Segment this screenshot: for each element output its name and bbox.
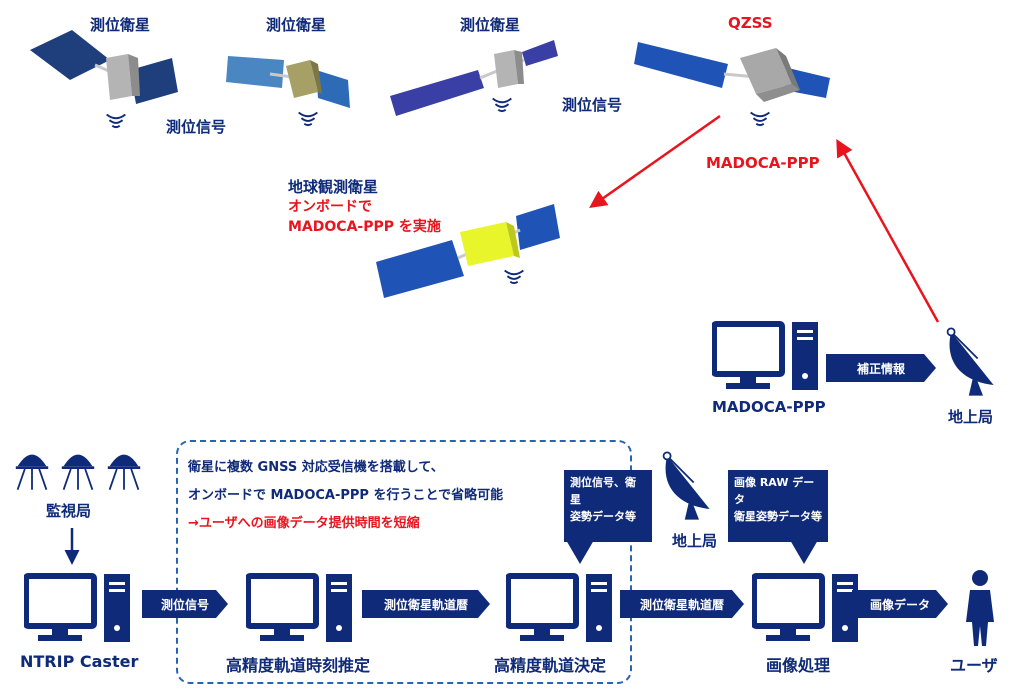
- pipeline-arrow-3: 測位衛星軌道暦: [620, 590, 744, 618]
- satellite-1-label: 測位衛星: [90, 16, 151, 34]
- callout-left-line2: 姿勢データ等: [570, 510, 636, 523]
- callout-right: 画像 RAW データ 衛星姿勢データ等: [728, 470, 828, 542]
- eo-onboard-line: オンボードで: [288, 199, 372, 215]
- callout-right-line1: 画像 RAW データ: [734, 476, 815, 506]
- callout-left-line1: 測位信号、衛星: [570, 476, 636, 506]
- ground-station-lower-icon: [662, 451, 711, 521]
- callout-left-pointer: [566, 540, 594, 564]
- pipeline-arrow-1: 測位信号: [142, 590, 228, 618]
- user-figure-icon: [966, 570, 994, 646]
- qzss-satellite-icon: [634, 42, 830, 127]
- ntrip-caster-computer-icon: [26, 574, 130, 642]
- monitoring-antenna-3-icon: [106, 453, 142, 491]
- qzss-label: QZSS: [728, 14, 773, 32]
- satellite-2-icon: [226, 56, 350, 127]
- ground-station-upper-icon: [946, 327, 995, 397]
- signal-label-right: 測位信号: [562, 96, 623, 114]
- madoca-ppp-computer-icon: [714, 322, 818, 390]
- dashed-note-line3: →ユーザへの画像データ提供時間を短縮: [188, 516, 420, 531]
- qzss-to-eo-arrow: [589, 114, 721, 209]
- madoca-ppp-computer-label: MADOCA-PPP: [712, 398, 826, 416]
- image-processing-computer-icon: [754, 574, 858, 642]
- earth-observation-satellite-icon: [376, 204, 560, 298]
- orbit-determination-label: 高精度軌道決定: [494, 656, 607, 675]
- eo-madoca-line: MADOCA-PPP を実施: [288, 219, 441, 235]
- callout-right-line2: 衛星姿勢データ等: [734, 510, 822, 523]
- monitoring-antenna-2-icon: [60, 453, 96, 491]
- satellite-2-label: 測位衛星: [266, 16, 327, 34]
- pipeline-arrow-3-label: 測位衛星軌道暦: [639, 597, 724, 612]
- callout-left: 測位信号、衛星 姿勢データ等: [564, 470, 652, 542]
- image-processing-label: 画像処理: [766, 656, 831, 675]
- pipeline-arrow-2-label: 測位衛星軌道暦: [383, 597, 468, 612]
- lower-ground-station-label: 地上局: [672, 532, 718, 550]
- dashed-note-line2: オンボードで MADOCA-PPP を行うことで省略可能: [188, 488, 504, 503]
- satellite-3-label: 測位衛星: [460, 16, 521, 34]
- ntrip-caster-label: NTRIP Caster: [20, 652, 139, 671]
- correction-info-arrow: 補正情報: [826, 354, 936, 382]
- eo-satellite-title: 地球観測衛星: [288, 178, 379, 196]
- satellite-1-icon: [30, 30, 178, 129]
- monitoring-antenna-1-icon: [14, 453, 50, 491]
- optional-process-dashed-box: [176, 440, 632, 684]
- correction-info-label: 補正情報: [856, 361, 905, 376]
- monitoring-station-label: 監視局: [46, 502, 92, 520]
- pipeline-arrow-4: 画像データ: [852, 590, 948, 618]
- madoca-ppp-red-label: MADOCA-PPP: [706, 154, 820, 172]
- pipeline-arrow-2: 測位衛星軌道暦: [362, 590, 490, 618]
- pipeline-arrow-4-label: 画像データ: [869, 597, 930, 612]
- callout-right-pointer: [790, 540, 818, 564]
- user-label: ユーザ: [950, 656, 998, 675]
- dashed-note-line1: 衛星に複数 GNSS 対応受信機を搭載して、: [188, 460, 444, 475]
- orbit-estimation-label: 高精度軌道時刻推定: [226, 656, 371, 675]
- satellite-3-icon: [390, 40, 558, 116]
- pipeline-arrow-1-label: 測位信号: [160, 597, 209, 612]
- signal-label-left: 測位信号: [166, 118, 227, 136]
- station-to-qzss-arrow: [836, 138, 940, 323]
- upper-ground-station-label: 地上局: [948, 408, 994, 426]
